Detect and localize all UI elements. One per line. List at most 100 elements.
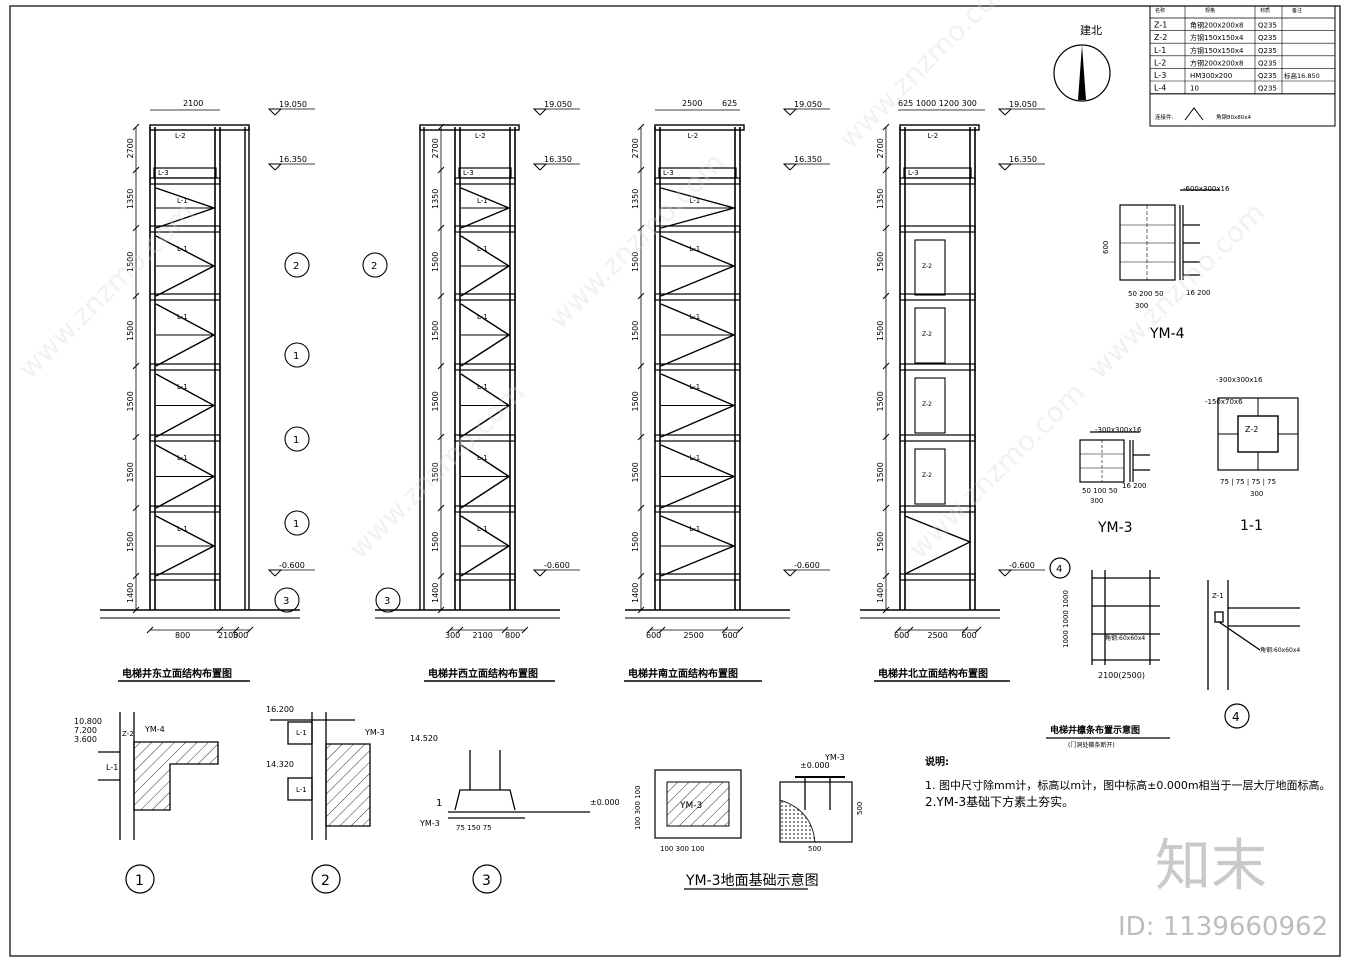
member-label: L-1 bbox=[690, 245, 701, 253]
dimension-label: 800 bbox=[175, 631, 190, 640]
svg-text:L-1: L-1 bbox=[296, 729, 307, 737]
dimension-label: 1500 bbox=[631, 462, 640, 482]
dimension-label: 1500 bbox=[431, 532, 440, 552]
dimension-label: 1500 bbox=[431, 321, 440, 341]
table-cell: 方钢200x200x8 bbox=[1190, 58, 1243, 67]
ym4-detail: -600x300x16 600 50 200 50 300 16 200 YM-… bbox=[1102, 185, 1230, 342]
dimension-label: 1500 bbox=[876, 321, 885, 341]
detail-marker-label: 1 bbox=[293, 519, 299, 530]
svg-text:Z-2: Z-2 bbox=[1245, 425, 1258, 434]
svg-text:500: 500 bbox=[856, 802, 864, 815]
member-label: L-1 bbox=[177, 525, 188, 533]
member-label: L-1 bbox=[477, 525, 488, 533]
table-cell: Q235 bbox=[1258, 72, 1277, 80]
dimension-label: 1500 bbox=[631, 252, 640, 272]
dimension-label: 2500 bbox=[928, 631, 948, 640]
dimension-label: 300 bbox=[445, 631, 460, 640]
svg-text:50 200 50: 50 200 50 bbox=[1128, 290, 1164, 298]
dimension-label: 1350 bbox=[631, 189, 640, 209]
dimension-label: 1500 bbox=[431, 462, 440, 482]
level-label: 19.050 bbox=[794, 100, 822, 109]
member-label: Z-2 bbox=[922, 331, 932, 338]
svg-text:角钢:60x60x4: 角钢:60x60x4 bbox=[1105, 634, 1145, 642]
svg-text:14.520: 14.520 bbox=[410, 734, 438, 743]
dimension-label: 1500 bbox=[876, 252, 885, 272]
top-dimension: 625 1000 1200 300 bbox=[898, 99, 977, 108]
svg-text:1000 1000 1000: 1000 1000 1000 bbox=[1062, 590, 1070, 648]
ym3-title: YM-3 bbox=[1097, 520, 1133, 536]
watermark-brand: 知末 ID: 1139660962 bbox=[1118, 834, 1328, 942]
member-label: L-1 bbox=[477, 197, 488, 205]
note-2: 2.YM-3基础下方素土夯实。 bbox=[925, 794, 1074, 809]
elevation-titles: 电梯井东立面结构布置图 电梯井西立面结构布置图 电梯井南立面结构布置图 电梯井北… bbox=[118, 667, 1010, 682]
level-label: 16.350 bbox=[1009, 155, 1037, 164]
table-cell: L-3 bbox=[1154, 71, 1166, 80]
note-1: 1. 图中尺寸除mm计，标高以m计，图中标高±0.000m相当于一层大厅地面标高… bbox=[925, 778, 1331, 792]
table-cell: Q235 bbox=[1258, 34, 1277, 42]
member-label: L-1 bbox=[177, 383, 188, 391]
member-label: L-1 bbox=[690, 454, 701, 462]
dimension-label: 1350 bbox=[126, 189, 135, 209]
north-label: 建北 bbox=[1080, 23, 1102, 37]
top-dimension: 625 bbox=[722, 99, 737, 108]
table-footer-right: 角钢80x80x4 bbox=[1216, 113, 1252, 121]
svg-text:YM-4: YM-4 bbox=[144, 725, 165, 734]
dimension-label: 1500 bbox=[126, 391, 135, 411]
table-cell: HM300x200 bbox=[1190, 72, 1232, 80]
member-label: L-3 bbox=[463, 169, 474, 177]
member-label: L-1 bbox=[690, 313, 701, 321]
svg-text:YM-3: YM-3 bbox=[824, 753, 845, 762]
dimension-label: 800 bbox=[505, 631, 520, 640]
dimension-label: 1500 bbox=[631, 532, 640, 552]
south-elevation-title: 电梯井南立面结构布置图 bbox=[628, 667, 738, 680]
section-title: 1-1 bbox=[1240, 518, 1263, 534]
table-header-remark: 备注 bbox=[1292, 7, 1302, 14]
dimension-label: 1500 bbox=[876, 532, 885, 552]
west-elevation-title: 电梯井西立面结构布置图 bbox=[428, 667, 538, 680]
member-label: L-1 bbox=[477, 454, 488, 462]
table-cell: Q235 bbox=[1258, 59, 1277, 67]
member-label: L-3 bbox=[908, 169, 919, 177]
svg-text:300: 300 bbox=[1135, 302, 1148, 310]
dimension-label: 1500 bbox=[126, 321, 135, 341]
detail-marker-label: 2 bbox=[293, 261, 299, 272]
north-elevation-title: 电梯井北立面结构布置图 bbox=[878, 667, 988, 680]
detail-marker bbox=[284, 510, 310, 536]
watermark-site-text: www.znzmo.com bbox=[1082, 196, 1271, 385]
member-label: L-1 bbox=[177, 454, 188, 462]
member-label: L-1 bbox=[690, 197, 701, 205]
detail-marker-label: 2 bbox=[371, 261, 377, 272]
svg-text:100 300 100: 100 300 100 bbox=[660, 845, 705, 853]
dimension-label: 2700 bbox=[631, 138, 640, 158]
level-label: -0.600 bbox=[1009, 561, 1035, 570]
east-elevation: L-1L-1L-1L-1L-1L-12700135015001500150015… bbox=[100, 100, 315, 640]
east-elevation-title: 电梯井东立面结构布置图 bbox=[122, 667, 232, 680]
dimension-label: 1500 bbox=[631, 321, 640, 341]
dimension-label: 1400 bbox=[126, 583, 135, 603]
level-label: 19.050 bbox=[544, 100, 572, 109]
dimension-label: 2700 bbox=[126, 138, 135, 158]
table-header-material: 材质 bbox=[1260, 7, 1270, 14]
svg-text:L-1: L-1 bbox=[106, 763, 118, 772]
node-detail-2: 16.200 14.320 14.520 YM-3 L-1 L-1 2 bbox=[266, 705, 438, 894]
member-label: L-1 bbox=[690, 525, 701, 533]
dimension-label: 1500 bbox=[126, 252, 135, 272]
svg-text:14.320: 14.320 bbox=[266, 760, 294, 769]
table-header-name: 名称 bbox=[1155, 7, 1165, 14]
svg-text:YM-3: YM-3 bbox=[364, 728, 385, 737]
svg-text:500: 500 bbox=[808, 845, 821, 853]
svg-text:7.200: 7.200 bbox=[74, 726, 97, 735]
member-label: L-1 bbox=[177, 245, 188, 253]
table-cell: Q235 bbox=[1258, 47, 1277, 55]
circle-label-4a: 4 bbox=[1056, 564, 1062, 575]
svg-text:600: 600 bbox=[1102, 241, 1110, 254]
level-label: 16.350 bbox=[544, 155, 572, 164]
svg-text:16 200: 16 200 bbox=[1186, 289, 1211, 297]
node-detail-1: 10.800 7.200 3.600 YM-4 L-1 Z-2 1 bbox=[74, 712, 219, 894]
top-dimension: 2100 bbox=[183, 99, 203, 108]
